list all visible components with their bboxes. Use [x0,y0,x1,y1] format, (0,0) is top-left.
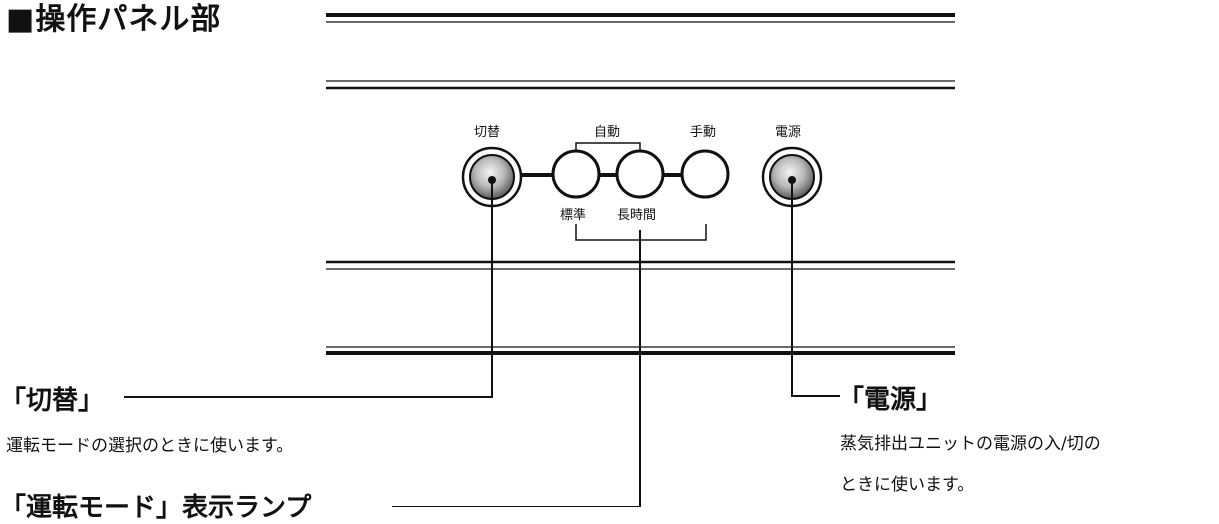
switch-callout-heading: 「切替」 [0,386,105,416]
power-label: 電源 [775,125,802,140]
manual-label: 手動 [690,125,717,140]
switch-callout-description: 運転モードの選択のときに使います。 [6,436,294,456]
auto-label: 自動 [594,125,621,140]
long-mode-button[interactable] [615,149,665,199]
mode-lamp-callout-heading: 「運転モード」表示ランプ [0,493,312,523]
standard-label: 標準 [560,208,587,223]
power-leader-line [791,180,840,397]
switch-leader-line [124,180,493,398]
leader-lines [124,176,840,507]
operation-panel-diagram [124,13,955,507]
page-title: ■操作パネル部 [6,2,222,37]
switch-leader-dot [488,176,496,184]
power-callout-heading: 「電源」 [838,385,943,415]
power-callout-description-2: ときに使います。 [840,475,975,495]
standard-mode-button[interactable] [551,149,601,199]
long-duration-label: 長時間 [617,208,657,223]
manual-mode-button[interactable] [680,149,730,199]
mode-lamp-leader-line [392,230,641,507]
power-callout-description-1: 蒸気排出ユニットの電源の入/切の [840,434,1101,454]
switch-label: 切替 [474,125,501,140]
power-leader-dot [788,176,796,184]
auto-bracket [575,142,641,152]
